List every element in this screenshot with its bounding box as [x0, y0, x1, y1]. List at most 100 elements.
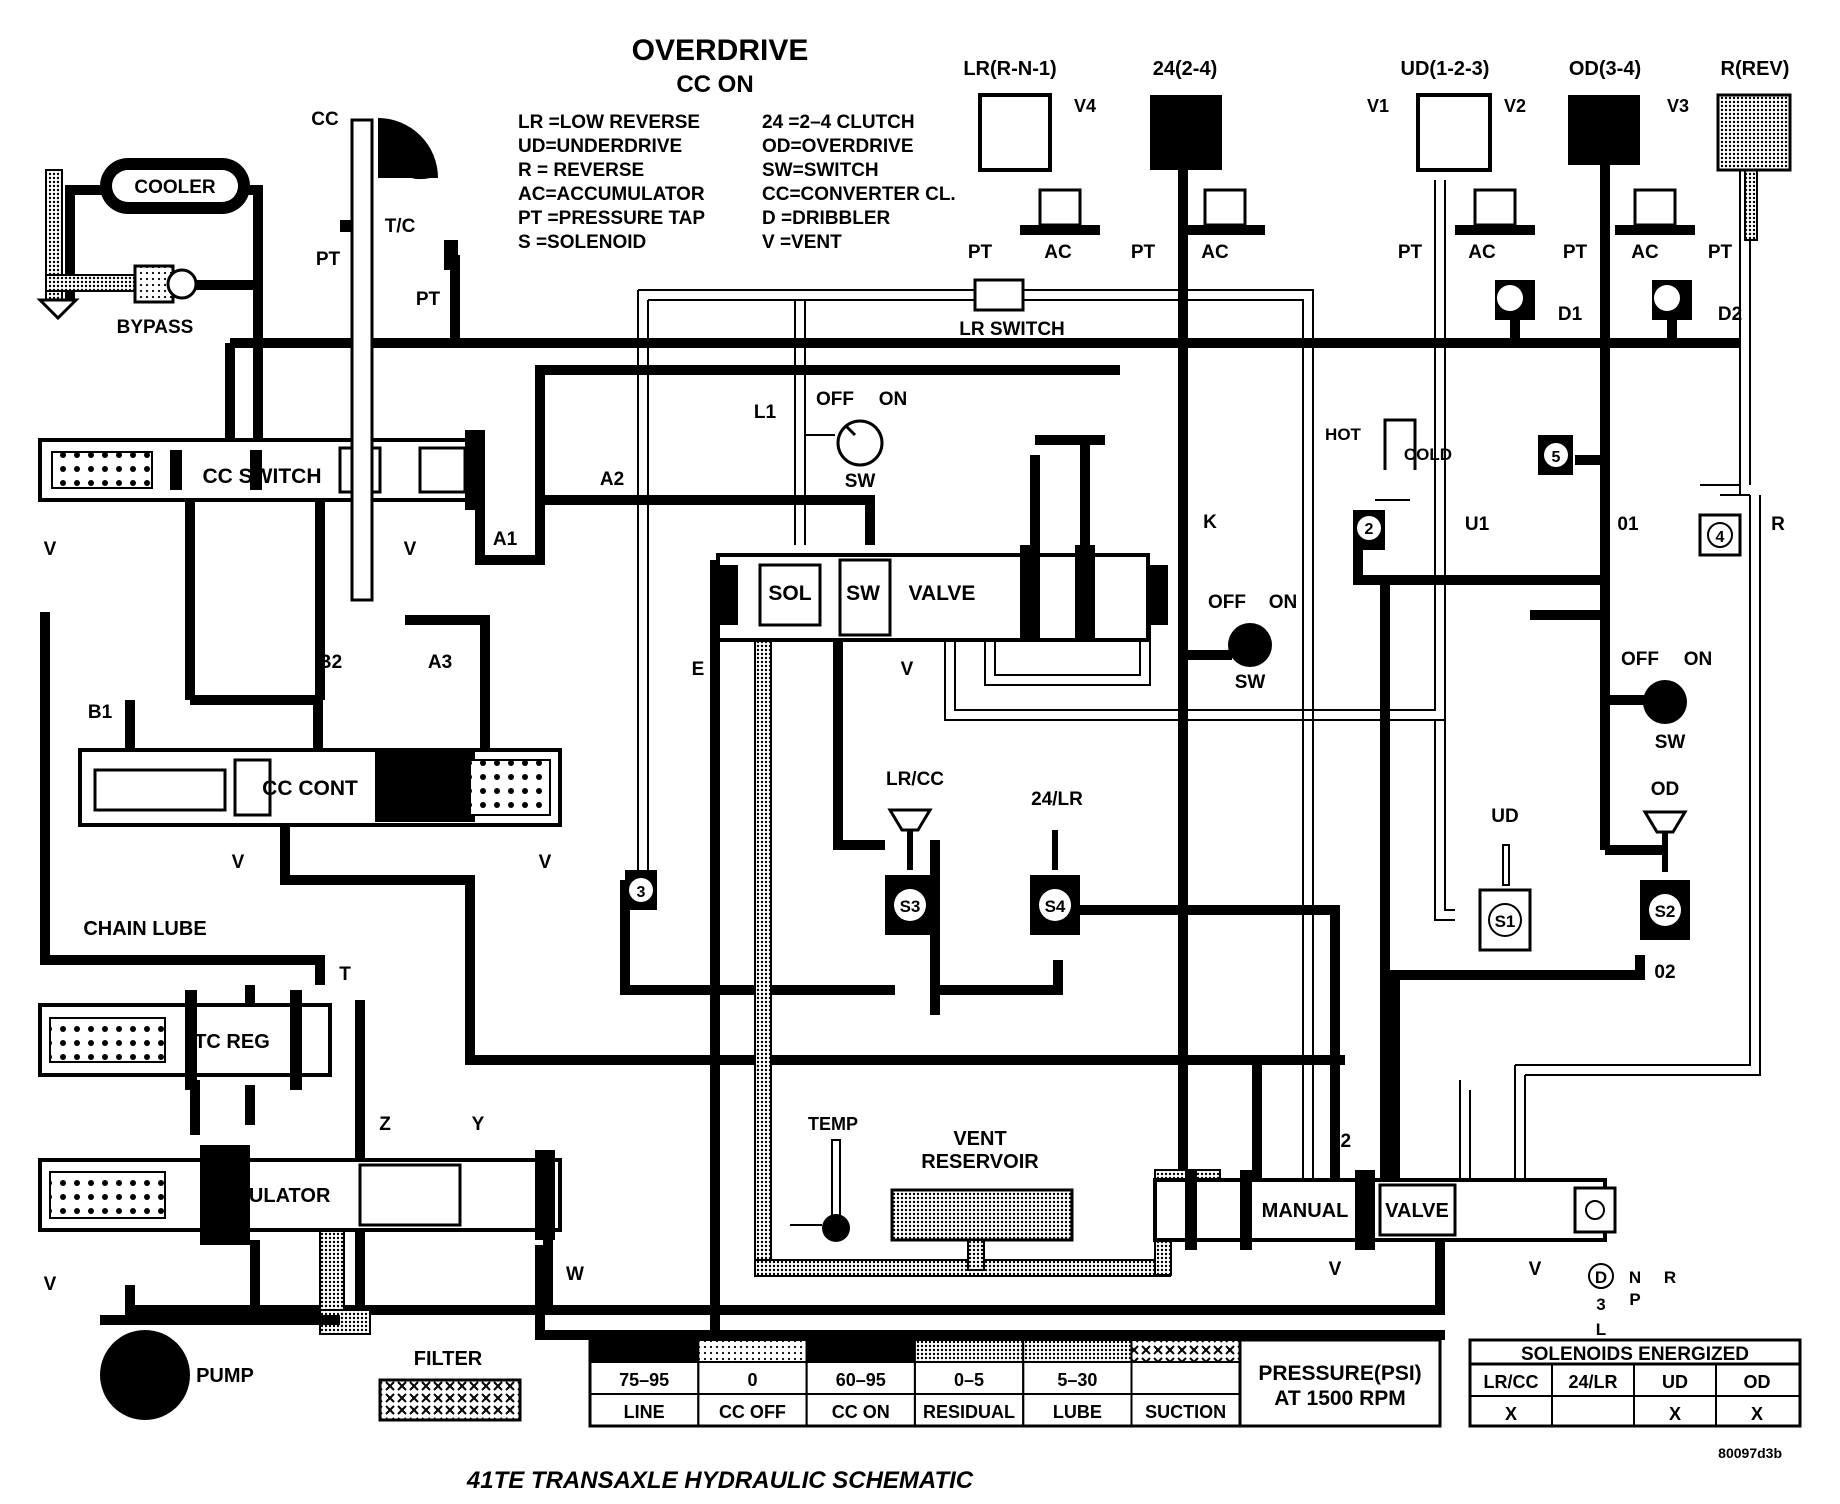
- port-k: K: [1203, 512, 1217, 533]
- pressure-name: CC OFF: [719, 1402, 786, 1422]
- pressure-name: RESIDUAL: [923, 1402, 1015, 1422]
- legend-entry: S =SOLENOID: [518, 232, 646, 253]
- vent-label-3: V: [232, 852, 245, 873]
- cooler-label: COOLER: [134, 177, 216, 198]
- switch-icon-2: [1228, 623, 1272, 667]
- port-w: W: [566, 1264, 584, 1285]
- cc-switch-label: CC SWITCH: [203, 465, 322, 488]
- legend-entry: SW=SWITCH: [762, 160, 879, 181]
- reservoir-label: RESERVOIR: [921, 1151, 1039, 1173]
- vent-label-8: V: [1529, 1259, 1542, 1280]
- manual-valve: MANUAL VALVE: [1153, 1170, 1617, 1250]
- pt-label-od: PT: [1563, 242, 1588, 263]
- pressure-name: CC ON: [832, 1402, 890, 1422]
- port-l1: L1: [754, 402, 777, 423]
- s4-label: S4: [1045, 897, 1066, 916]
- port-r: R: [1771, 514, 1785, 535]
- port-d2: D2: [1718, 304, 1742, 325]
- pressure-value: 0: [747, 1370, 757, 1390]
- gear-r[interactable]: R: [1664, 1268, 1676, 1287]
- ac-label-ud: AC: [1468, 242, 1496, 263]
- pressure-name: LINE: [624, 1402, 665, 1422]
- pressure-swatch: [589, 1339, 700, 1363]
- gear-n[interactable]: N: [1629, 1268, 1641, 1287]
- port-t: T: [339, 964, 351, 985]
- pt-label-tc2: PT: [416, 289, 441, 310]
- port-e: E: [692, 659, 705, 680]
- cc-label: CC: [311, 109, 339, 130]
- legend-entry: D =DRIBBLER: [762, 208, 891, 229]
- pressure-switch-od: OFF ON SW: [1621, 649, 1712, 753]
- temp-sensor: TEMP: [790, 1114, 858, 1242]
- sol-label: SOL: [768, 582, 811, 605]
- ud-sol-label: UD: [1491, 806, 1518, 827]
- pump-assembly: PUMP FILTER: [100, 1315, 522, 1422]
- cold-label: COLD: [1404, 445, 1452, 464]
- pressure-regulator-valve: REGULATOR: [38, 1145, 562, 1245]
- clutch-ud-label: UD(1-2-3): [1401, 58, 1490, 80]
- spring-icon-regulator: [49, 1171, 166, 1219]
- spring-icon-tcreg: [49, 1017, 166, 1063]
- sw-label-1: SW: [845, 471, 876, 492]
- clutch-rev-label: R(REV): [1721, 58, 1790, 80]
- od-sol-label: OD: [1651, 779, 1680, 800]
- on-label-2: ON: [1269, 592, 1298, 613]
- legend-entry: OD=OVERDRIVE: [762, 136, 914, 157]
- port-l2: L2: [1329, 1131, 1351, 1152]
- vent-label-res: VENT: [953, 1128, 1006, 1150]
- cc-control-valve: CC CONT: [78, 748, 562, 827]
- tc-reg-label: TC REG: [194, 1031, 270, 1053]
- pressure-swatch: [913, 1339, 1025, 1363]
- pressure-value: 60–95: [836, 1370, 886, 1390]
- port-a1: A1: [493, 529, 518, 550]
- s1-label: S1: [1495, 912, 1516, 931]
- check-ball-4: 4: [1698, 513, 1742, 557]
- lube-circuits: [45, 149, 1758, 1335]
- legend-entry: CC=CONVERTER CL.: [762, 184, 956, 205]
- cc-cont-label: CC CONT: [262, 777, 358, 800]
- port-v3: V3: [1667, 96, 1689, 116]
- vent-label-6: V: [901, 659, 914, 680]
- switch-icon-3: [1643, 680, 1687, 724]
- clutch-rev: R(REV): [1716, 58, 1792, 172]
- energized-mark: X: [1505, 1404, 1517, 1424]
- pressure-name: LUBE: [1053, 1402, 1102, 1422]
- manual-label: MANUAL: [1262, 1200, 1349, 1222]
- vent-label-4: V: [539, 852, 552, 873]
- pressure-value: 5–30: [1057, 1370, 1097, 1390]
- port-a2: A2: [600, 469, 624, 490]
- gear-d[interactable]: D: [1595, 1268, 1607, 1287]
- tc-label: T/C: [385, 216, 416, 237]
- cc-switch-valve: CC SWITCH: [38, 430, 485, 510]
- valve-label: VALVE: [909, 582, 976, 605]
- lr-switch-label: LR SWITCH: [959, 319, 1065, 340]
- filter-icon: [378, 1378, 522, 1422]
- c24lr-label: 24/LR: [1031, 789, 1083, 810]
- drain-arrow-icon: [36, 298, 80, 321]
- filter-label: FILTER: [414, 1348, 483, 1370]
- gear-p[interactable]: P: [1629, 1290, 1640, 1309]
- port-02: 02: [1654, 962, 1675, 983]
- ac-label-24: AC: [1201, 242, 1229, 263]
- energized-column-header: UD: [1662, 1372, 1688, 1392]
- vent-reservoir: VENT RESERVOIR: [890, 1128, 1074, 1271]
- gear-3[interactable]: 3: [1596, 1295, 1605, 1314]
- torque-converter: CC T/C PT PT: [311, 109, 458, 602]
- gear-l[interactable]: L: [1596, 1320, 1606, 1339]
- regulator-label: REGULATOR: [206, 1185, 331, 1207]
- pt-label-lr: PT: [968, 242, 993, 263]
- pressure-name: SUCTION: [1145, 1402, 1226, 1422]
- pressure-swatch: [1022, 1339, 1133, 1363]
- thermal-valve: 2 HOT COLD: [1325, 418, 1452, 550]
- vent-label-2: V: [404, 539, 417, 560]
- energized-title: SOLENOIDS ENERGIZED: [1521, 1344, 1749, 1365]
- clutch-24-label: 24(2-4): [1153, 58, 1217, 80]
- clutch-od-label: OD(3-4): [1569, 58, 1641, 80]
- pt-label-ud: PT: [1398, 242, 1423, 263]
- on-label-1: ON: [879, 389, 908, 410]
- legend-entry: UD=UNDERDRIVE: [518, 136, 682, 157]
- legend-entry: R = REVERSE: [518, 160, 644, 181]
- solenoid-s3: S3 LR/CC: [885, 769, 944, 935]
- switch-icon-1: [836, 419, 884, 467]
